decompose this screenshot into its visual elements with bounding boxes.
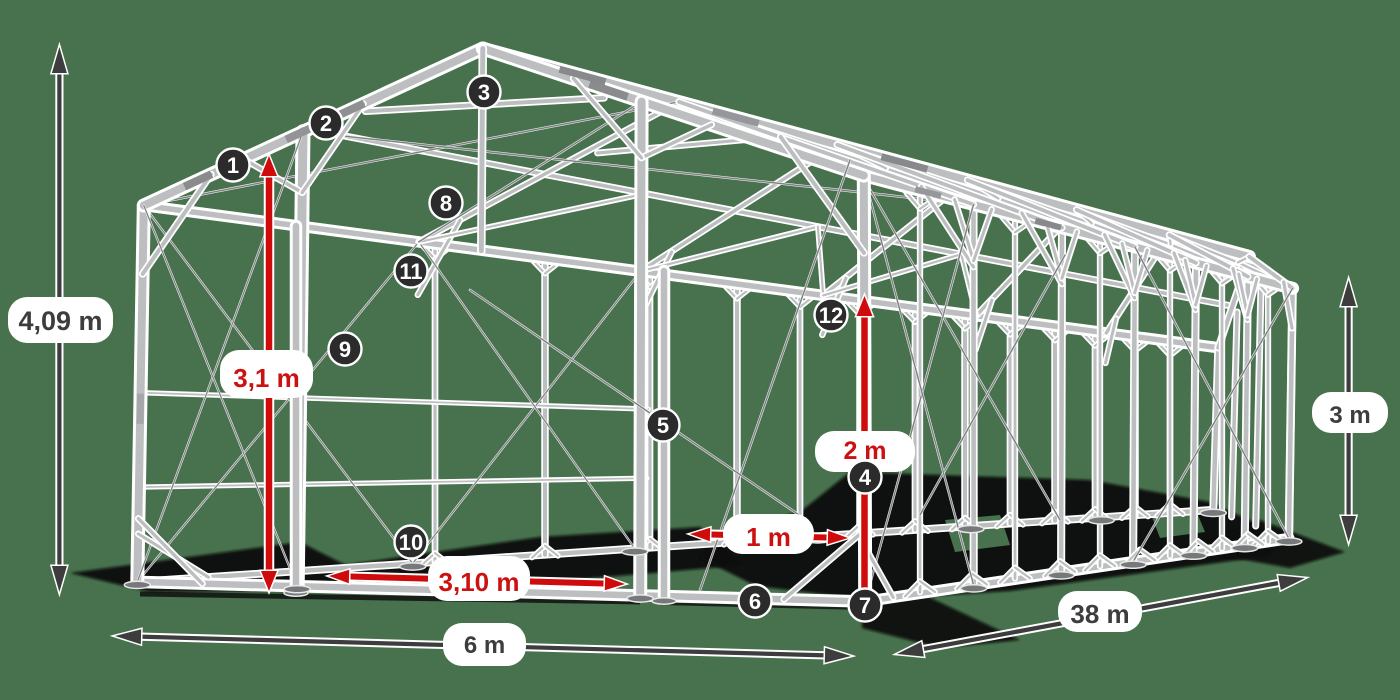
svg-text:9: 9 [339, 337, 351, 362]
svg-text:12: 12 [819, 303, 843, 328]
svg-text:3: 3 [478, 80, 490, 105]
svg-text:6: 6 [749, 589, 761, 614]
svg-text:3,1 m: 3,1 m [233, 363, 300, 393]
svg-text:3,10 m: 3,10 m [439, 567, 520, 597]
svg-text:5: 5 [657, 413, 669, 438]
svg-text:3 m: 3 m [1329, 402, 1370, 429]
svg-text:8: 8 [440, 191, 452, 216]
svg-text:11: 11 [399, 259, 422, 284]
svg-text:6 m: 6 m [464, 632, 505, 659]
svg-text:7: 7 [859, 593, 871, 618]
svg-text:1: 1 [227, 153, 239, 178]
svg-text:1 m: 1 m [746, 522, 791, 552]
svg-text:4: 4 [859, 465, 872, 490]
svg-text:4,09 m: 4,09 m [18, 306, 102, 336]
svg-text:2: 2 [320, 111, 332, 136]
svg-text:38 m: 38 m [1070, 599, 1129, 629]
svg-text:10: 10 [399, 530, 423, 555]
